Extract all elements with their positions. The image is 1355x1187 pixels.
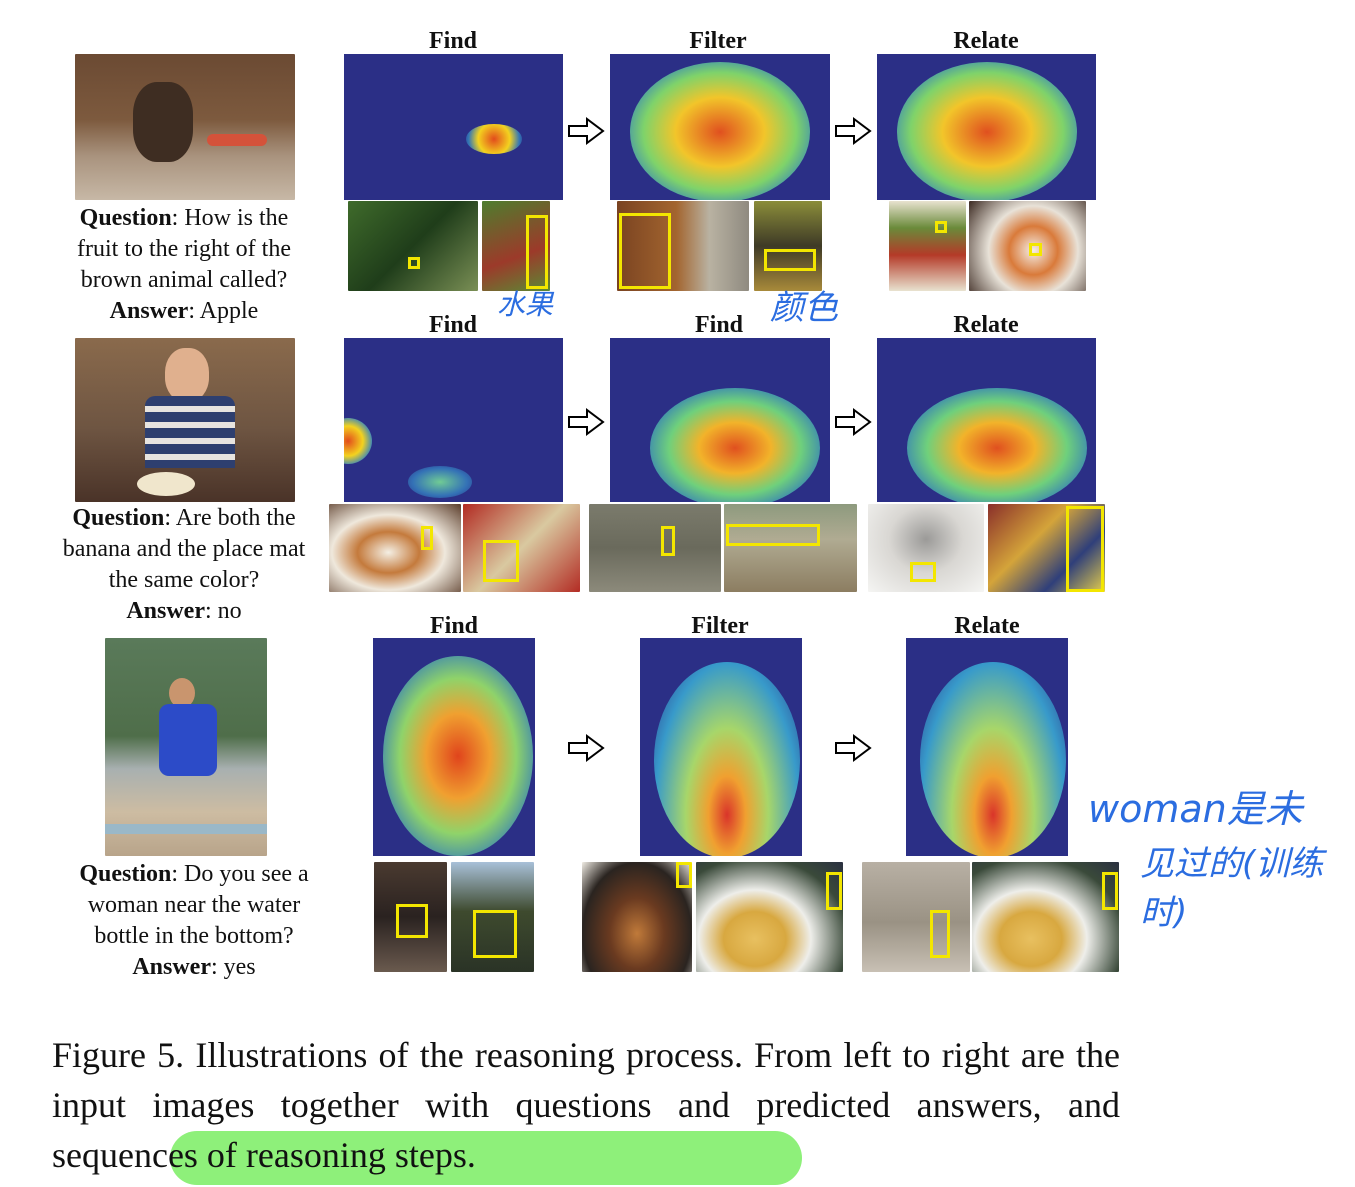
question-text: : How is the fruit to the right of the b…: [77, 205, 291, 293]
example-thumbnail: [329, 504, 461, 592]
attention-map-find: [344, 338, 563, 502]
answer-text: : Apple: [188, 298, 259, 324]
example-thumbnail: [724, 504, 857, 592]
arrow-icon: [835, 734, 872, 762]
question-label: Question: [79, 205, 172, 231]
question-text: : Are both the banana and the place mat …: [62, 505, 306, 593]
example-thumbnail: [862, 862, 970, 972]
input-image-birthday-boy: [75, 338, 295, 502]
question-label: Question: [72, 505, 165, 531]
example-thumbnail: [582, 862, 692, 972]
example-thumbnail: [754, 201, 822, 291]
step-title: Relate: [954, 613, 1020, 639]
answer-label: Answer: [126, 598, 205, 624]
step-title: Find: [694, 312, 744, 338]
example-thumbnail: [374, 862, 447, 972]
question-answer-block: Question: Are both the banana and the pl…: [52, 503, 316, 627]
handwritten-note: woman是未: [1088, 787, 1303, 831]
example-thumbnail: [589, 504, 721, 592]
question-answer-block: Question: How is the fruit to the right …: [60, 203, 308, 327]
handwritten-note: 颜色: [770, 288, 838, 328]
input-image-woman-beach: [105, 638, 267, 856]
question-text: : Do you see a woman near the water bott…: [87, 861, 309, 949]
answer-text: : yes: [210, 954, 256, 980]
answer-label: Answer: [109, 298, 189, 324]
attention-map-relate: [906, 638, 1068, 856]
attention-map-relate: [877, 338, 1096, 502]
step-title: Filter: [689, 28, 747, 54]
attention-map-find: [373, 638, 535, 856]
example-thumbnail: [972, 862, 1119, 972]
question-label: Question: [79, 861, 172, 887]
attention-map-find: [344, 54, 563, 200]
input-image-cat-apples: [75, 54, 295, 200]
attention-map-filter: [640, 638, 802, 856]
answer-label: Answer: [132, 954, 211, 980]
arrow-icon: [835, 117, 872, 145]
step-title: Find: [429, 613, 479, 639]
arrow-icon: [568, 408, 605, 436]
example-thumbnail: [889, 201, 966, 291]
arrow-icon: [835, 408, 872, 436]
arrow-icon: [568, 734, 605, 762]
example-thumbnail: [348, 201, 478, 291]
step-title: Relate: [953, 28, 1019, 54]
example-thumbnail: [451, 862, 534, 972]
example-thumbnail: [868, 504, 984, 592]
example-thumbnail: [988, 504, 1105, 592]
handwritten-note: 见过的(训练时): [1140, 844, 1324, 933]
example-thumbnail: [696, 862, 843, 972]
answer-text: : no: [204, 598, 242, 624]
attention-map-relate: [877, 54, 1096, 200]
caption-highlight: [170, 1131, 802, 1185]
question-answer-block: Question: Do you see a woman near the wa…: [62, 859, 326, 983]
step-title: Filter: [691, 613, 749, 639]
example-thumbnail: [617, 201, 749, 291]
example-thumbnail: [463, 504, 580, 592]
example-thumbnail: [482, 201, 550, 291]
example-thumbnail: [969, 201, 1086, 291]
attention-map-filter: [610, 54, 830, 200]
handwritten-note: 水果: [497, 288, 554, 321]
step-title: Find: [428, 312, 478, 338]
figure-caption: Figure 5. Illustrations of the reasoning…: [52, 1035, 1120, 1175]
arrow-icon: [568, 117, 605, 145]
attention-map-find: [610, 338, 830, 502]
step-title: Relate: [953, 312, 1019, 338]
step-title: Find: [428, 28, 478, 54]
